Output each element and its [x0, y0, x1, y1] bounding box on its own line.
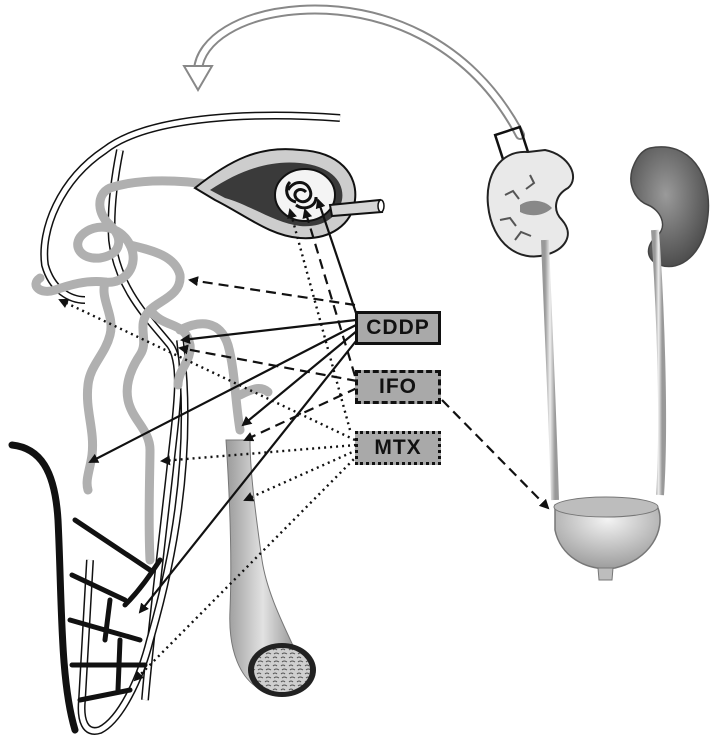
ifo-label: IFO: [355, 370, 441, 404]
ifo-arrow-bladder: [442, 400, 548, 508]
kidney-exterior: [631, 147, 709, 495]
collecting-duct: [226, 440, 316, 697]
kidney-cross-section: [488, 150, 573, 500]
bladder: [554, 497, 660, 580]
cddp-label: CDDP: [355, 311, 441, 345]
glomerulus: [195, 149, 384, 238]
mtx-arrow-glomerulus: [290, 210, 350, 430]
zoom-arrow: [184, 10, 533, 175]
mtx-label: MTX: [355, 431, 441, 465]
mtx-arrow-distal: [162, 445, 356, 461]
